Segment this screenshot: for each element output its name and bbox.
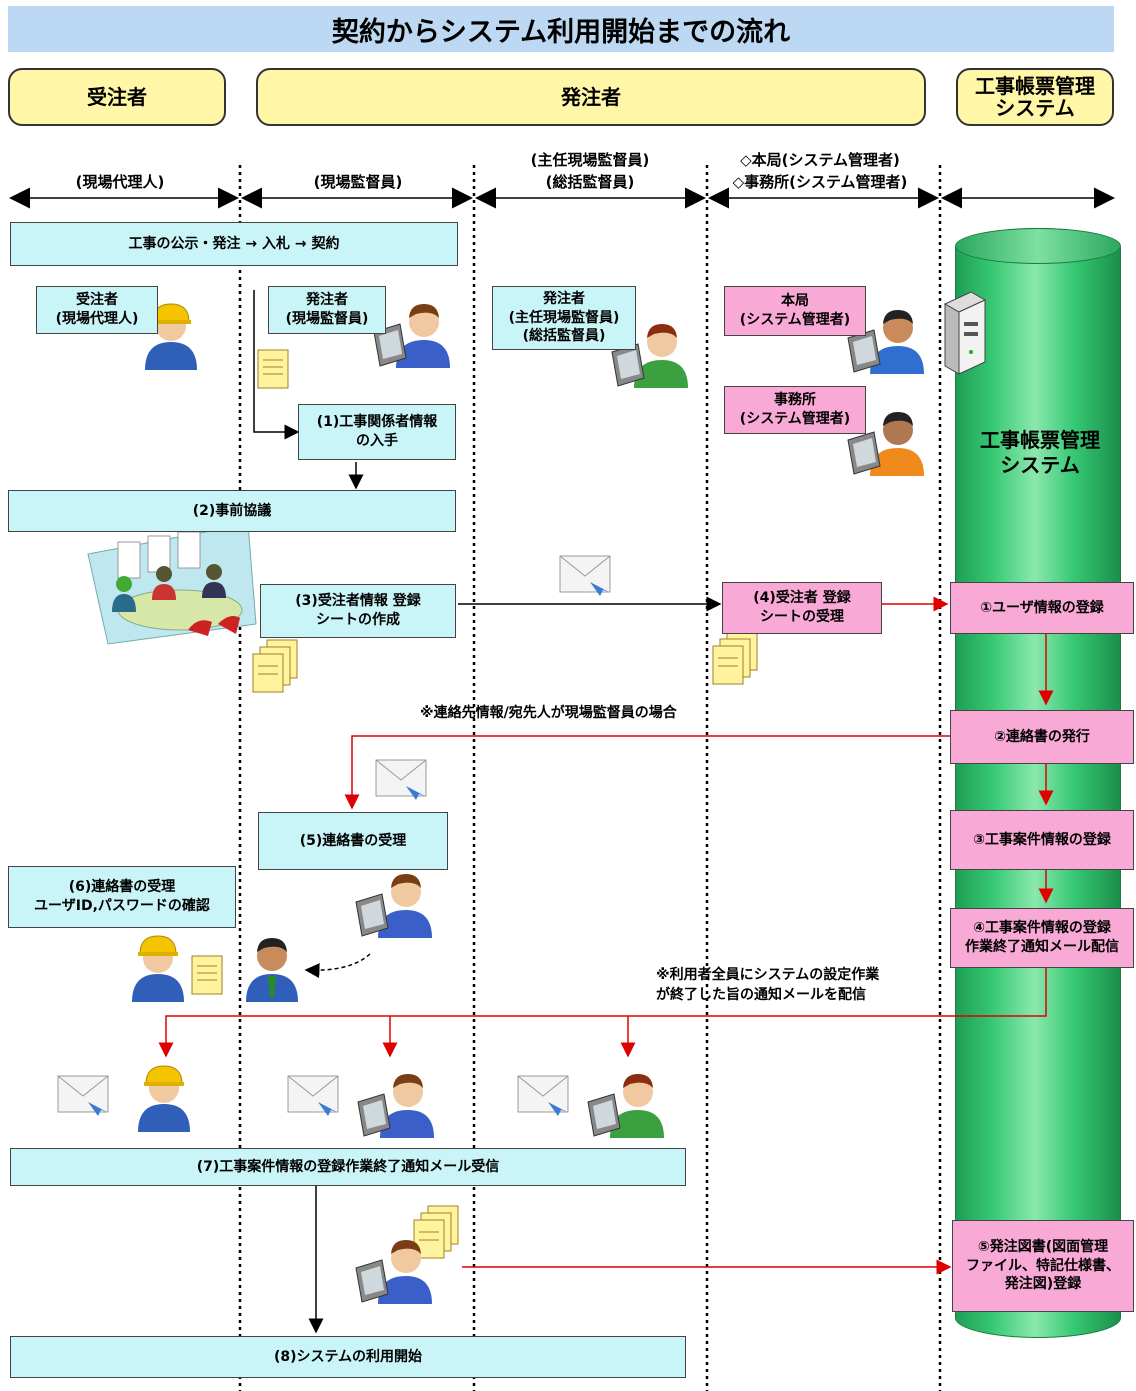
box-role-office: 事務所 (システム管理者)	[724, 386, 866, 434]
document-icon	[257, 349, 289, 389]
user-computer-icon	[587, 1074, 664, 1138]
box-step8: (8)システムの利用開始	[10, 1336, 686, 1378]
documents-icon	[413, 1205, 459, 1259]
header-system: 工事帳票管理 システム	[956, 68, 1114, 126]
box-role-chief: 発注者 (主任現場監督員) (総括監督員)	[492, 286, 636, 350]
system-step-4: ④工事案件情報の登録 作業終了通知メール配信	[950, 908, 1134, 968]
documents-icon	[712, 631, 758, 685]
arrow-s2-to-step5	[344, 735, 950, 810]
user-computer-icon	[373, 304, 450, 368]
documents-icon	[252, 639, 298, 693]
mail-icon	[517, 1075, 569, 1116]
system-cylinder-top	[955, 228, 1121, 264]
system-cylinder	[955, 228, 1121, 1338]
box-step4: (4)受注者 登録 シートの受理	[722, 582, 882, 634]
box-step3: (3)受注者情報 登録 シートの作成	[260, 584, 456, 638]
worker-icon	[132, 935, 184, 1002]
document-icon	[191, 955, 223, 995]
user-computer-icon	[847, 412, 924, 476]
business-person-icon	[246, 938, 298, 1002]
box-step2: (2)事前協議	[8, 490, 456, 532]
lane-site-supervisor: (現場監督員)	[313, 173, 403, 191]
system-step-1: ①ユーザ情報の登録	[950, 582, 1134, 634]
system-step-5: ⑤発注図書(図面管理 ファイル、特記仕様書、 発注図)登録	[952, 1220, 1134, 1312]
page-title: 契約からシステム利用開始までの流れ	[8, 6, 1114, 52]
arrow-to-step1	[253, 290, 300, 440]
system-step-3: ③工事案件情報の登録	[950, 810, 1134, 870]
note-notify-all: ※利用者全員にシステムの設定作業 が終了した旨の通知メールを配信	[656, 967, 880, 1003]
system-step-2: ②連絡書の発行	[950, 710, 1134, 764]
lane-site-agent: (現場代理人)	[75, 173, 165, 191]
lane-dividers	[238, 165, 942, 1391]
user-computer-icon	[611, 324, 688, 388]
note-contact-info: ※連絡先情報/宛先人が現場監督員の場合	[420, 705, 677, 721]
arrow-dashed-handover	[304, 953, 371, 979]
lane-admin-line1: ◇本局(システム管理者)	[740, 151, 900, 169]
lane-chief-line2: (総括監督員)	[545, 173, 635, 191]
box-step5: (5)連絡書の受理	[258, 812, 448, 870]
arrow-s4-to-contractor	[158, 968, 1047, 1058]
header-orderer: 発注者	[256, 68, 926, 126]
worker-icon	[138, 1065, 190, 1132]
box-bidding: 工事の公示・発注 → 入札 → 契約	[10, 222, 458, 266]
worker-icon	[145, 303, 197, 370]
box-role-hq: 本局 (システム管理者)	[724, 286, 866, 336]
box-step6: (6)連絡書の受理 ユーザID,パスワードの確認	[8, 866, 236, 928]
mail-icon	[287, 1075, 339, 1116]
user-computer-icon	[357, 1074, 434, 1138]
user-computer-icon	[355, 874, 432, 938]
box-role-site-supervisor: 発注者 (現場監督員)	[268, 286, 386, 334]
mail-icon	[375, 759, 427, 800]
meeting-illustration	[87, 523, 257, 645]
box-step7: (7)工事案件情報の登録作業終了通知メール受信	[10, 1148, 686, 1186]
mail-icon	[559, 555, 611, 596]
lane-chief-line1: (主任現場監督員)	[530, 151, 650, 169]
box-role-contractor: 受注者 (現場代理人)	[36, 286, 158, 334]
box-step1: (1)工事関係者情報 の入手	[298, 404, 456, 460]
lane-admin-line2: ◇事務所(システム管理者)	[732, 173, 908, 191]
server-icon	[943, 291, 987, 375]
system-label: 工事帳票管理 システム	[980, 428, 1100, 477]
header-contractor: 受注者	[8, 68, 226, 126]
user-computer-icon	[355, 1240, 432, 1304]
mail-icon	[57, 1075, 109, 1116]
user-computer-icon	[847, 310, 924, 374]
